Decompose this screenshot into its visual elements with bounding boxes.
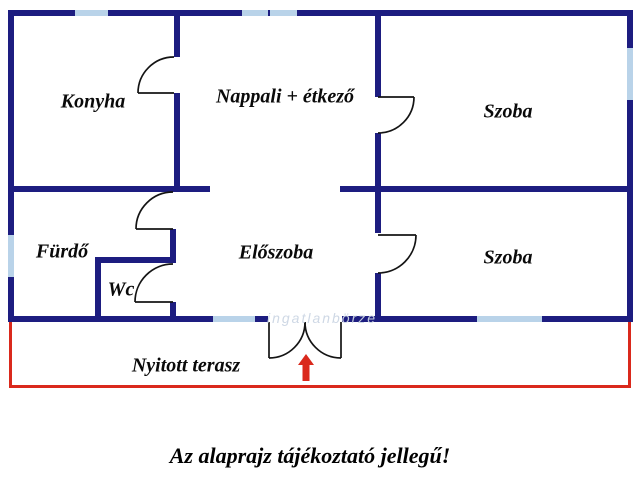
wall-konyha-lower xyxy=(174,93,180,186)
watermark-text: ingatlanbörze xyxy=(266,310,378,326)
wall-exterior-left xyxy=(8,10,14,322)
window-konyha xyxy=(75,10,108,16)
window-furdo xyxy=(8,235,14,277)
entrance-arrow-icon xyxy=(298,354,314,381)
wall-szoba1-upper xyxy=(375,16,381,97)
wall-szoba2-lower xyxy=(375,273,381,316)
wall-mid-left xyxy=(8,186,210,192)
wall-mid-right xyxy=(340,186,633,192)
room-label-konyha: Konyha xyxy=(60,90,126,113)
wall-exterior-right xyxy=(627,10,633,322)
entrance-door-arc-left xyxy=(268,321,306,359)
door-arc-wc xyxy=(134,263,174,303)
wall-furdo-lower xyxy=(170,302,176,316)
wall-szoba2-upper xyxy=(375,192,381,233)
room-label-szoba2: Szoba xyxy=(483,246,533,269)
room-label-furdo: Fürdő xyxy=(35,240,89,263)
wall-furdo-mid xyxy=(170,229,176,263)
window-nappali-divider xyxy=(268,10,270,16)
door-arc-szoba1 xyxy=(377,96,415,134)
window-eloszoba xyxy=(213,316,255,322)
wall-wc-top xyxy=(95,257,176,263)
room-label-nappali: Nappali + étkező xyxy=(215,85,355,108)
window-szoba1 xyxy=(627,48,633,100)
room-label-terasz: Nyitott terasz xyxy=(131,354,241,377)
wall-szoba1-lower xyxy=(375,133,381,186)
room-label-eloszoba: Előszoba xyxy=(238,241,314,264)
room-label-wc: Wc xyxy=(107,278,135,301)
wall-konyha-upper xyxy=(174,16,180,57)
entrance-opening xyxy=(268,316,342,322)
wall-wc-left xyxy=(95,257,101,316)
terrace-outline xyxy=(9,322,631,388)
door-arc-konyha xyxy=(137,56,175,94)
entrance-door-arc-right xyxy=(304,321,342,359)
wall-exterior-top xyxy=(8,10,633,16)
disclaimer-caption: Az alaprajz tájékoztató jellegű! xyxy=(169,443,451,468)
window-szoba2 xyxy=(477,316,542,322)
door-arc-szoba2 xyxy=(377,234,417,274)
room-label-szoba1: Szoba xyxy=(483,100,533,123)
door-arc-furdo xyxy=(135,191,174,230)
